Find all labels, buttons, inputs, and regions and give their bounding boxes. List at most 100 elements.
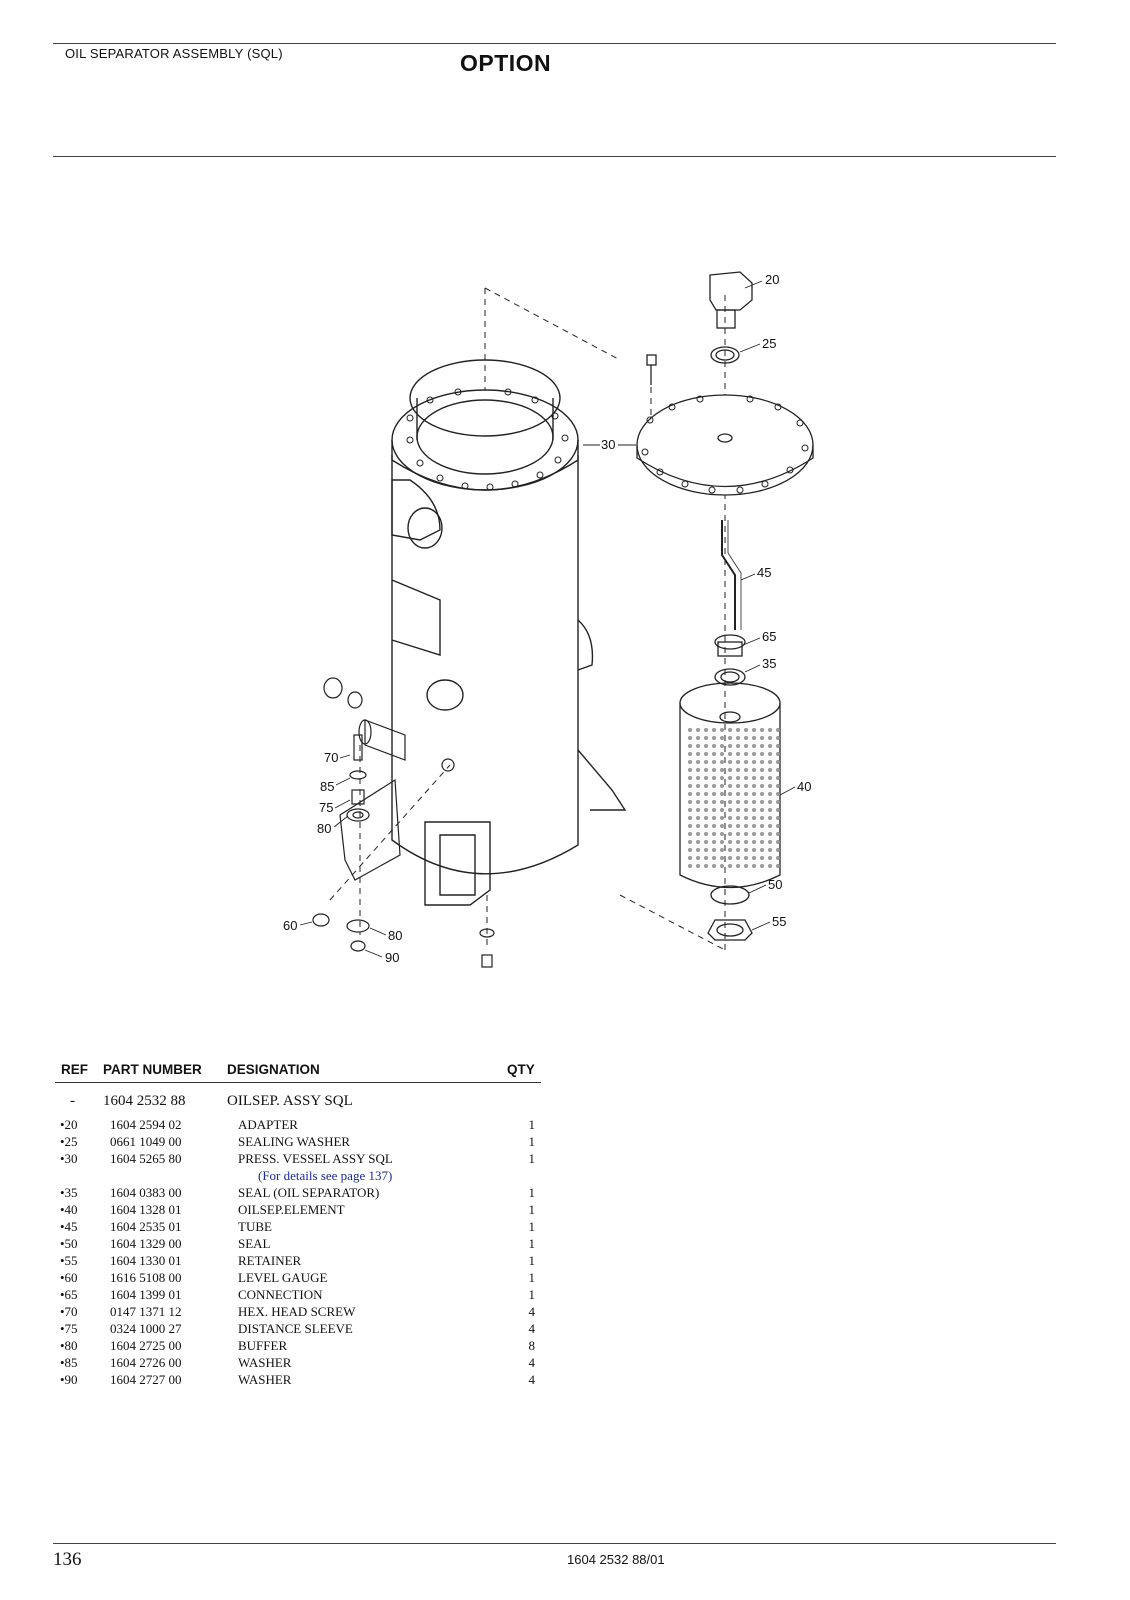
row-part-number: 1604 1328 01 bbox=[110, 1202, 182, 1217]
callout-labels: 20 25 30 45 65 35 40 50 55 70 85 75 80 6… bbox=[283, 272, 811, 965]
assembly-ref: - bbox=[70, 1093, 75, 1109]
callout-35: 35 bbox=[762, 656, 776, 671]
row-ref: •25 bbox=[60, 1134, 78, 1149]
row-qty: 4 bbox=[528, 1372, 536, 1387]
callout-70: 70 bbox=[324, 750, 338, 765]
row-designation: TUBE bbox=[238, 1219, 272, 1234]
row-qty: 4 bbox=[528, 1355, 536, 1370]
row-ref: •65 bbox=[60, 1287, 78, 1302]
document-number: 1604 2532 88/01 bbox=[567, 1552, 665, 1567]
row-designation: ADAPTER bbox=[238, 1117, 298, 1132]
flange-bolt-holes bbox=[406, 388, 569, 491]
callout-50: 50 bbox=[768, 877, 782, 892]
callout-80: 80 bbox=[317, 821, 331, 836]
header-rule bbox=[53, 156, 1056, 157]
row-designation: WASHER bbox=[238, 1372, 292, 1387]
row-qty: 1 bbox=[528, 1270, 536, 1285]
col-qty: QTY bbox=[507, 1062, 535, 1077]
row-designation: LEVEL GAUGE bbox=[238, 1270, 328, 1285]
page-number: 136 bbox=[53, 1549, 82, 1570]
row-ref: •45 bbox=[60, 1219, 78, 1234]
table-row: •60 1616 5108 00 LEVEL GAUGE 1 bbox=[55, 1270, 541, 1287]
table-row: •65 1604 1399 01 CONNECTION 1 bbox=[55, 1287, 541, 1304]
row-part-number: 1604 2594 02 bbox=[110, 1117, 182, 1132]
row-part-number: 1604 2726 00 bbox=[110, 1355, 182, 1370]
top-rule bbox=[53, 43, 1056, 44]
row-qty: 1 bbox=[528, 1219, 536, 1234]
callout-60: 60 bbox=[283, 918, 297, 933]
row-ref: •30 bbox=[60, 1151, 78, 1166]
callout-80b: 80 bbox=[388, 928, 402, 943]
cover-bolt-holes bbox=[641, 395, 809, 494]
row-designation: CONNECTION bbox=[238, 1287, 323, 1302]
callout-55: 55 bbox=[772, 914, 786, 929]
row-qty: 4 bbox=[528, 1321, 536, 1336]
row-designation: DISTANCE SLEEVE bbox=[238, 1321, 353, 1336]
row-part-number: 1616 5108 00 bbox=[110, 1270, 182, 1285]
callout-75: 75 bbox=[319, 800, 333, 815]
row-ref: •80 bbox=[60, 1338, 78, 1353]
details-note-row: (For details see page 137) bbox=[55, 1168, 541, 1185]
col-designation: DESIGNATION bbox=[227, 1062, 320, 1077]
row-part-number: 1604 1399 01 bbox=[110, 1287, 182, 1302]
section-title: OIL SEPARATOR ASSEMBLY (SQL) bbox=[65, 46, 283, 61]
table-row: •20 1604 2594 02 ADAPTER 1 bbox=[55, 1117, 541, 1134]
details-link[interactable]: (For details see page 137) bbox=[258, 1168, 393, 1183]
row-designation: PRESS. VESSEL ASSY SQL bbox=[238, 1151, 393, 1166]
row-qty: 1 bbox=[528, 1236, 536, 1251]
row-ref: •50 bbox=[60, 1236, 78, 1251]
row-designation: OILSEP.ELEMENT bbox=[238, 1202, 345, 1217]
filter-perforation bbox=[688, 728, 780, 868]
assembly-row: - 1604 2532 88 OILSEP. ASSY SQL bbox=[55, 1093, 541, 1117]
callout-65: 65 bbox=[762, 629, 776, 644]
row-qty: 1 bbox=[528, 1185, 536, 1200]
assembly-lines bbox=[329, 287, 726, 955]
left-fittings bbox=[312, 677, 495, 968]
row-ref: •20 bbox=[60, 1117, 78, 1132]
row-part-number: 0324 1000 27 bbox=[110, 1321, 182, 1336]
right-components bbox=[636, 271, 814, 941]
row-qty: 4 bbox=[528, 1304, 536, 1319]
col-part-number: PART NUMBER bbox=[103, 1062, 202, 1077]
row-qty: 1 bbox=[528, 1134, 536, 1149]
row-qty: 1 bbox=[528, 1287, 536, 1302]
row-designation: SEALING WASHER bbox=[238, 1134, 351, 1149]
row-designation: WASHER bbox=[238, 1355, 292, 1370]
table-header: REF PART NUMBER DESIGNATION QTY bbox=[55, 1060, 541, 1083]
row-ref: •60 bbox=[60, 1270, 78, 1285]
row-part-number: 0147 1371 12 bbox=[110, 1304, 182, 1319]
exploded-view-drawing: 20 25 30 45 65 35 40 50 55 70 85 75 80 6… bbox=[283, 271, 814, 968]
row-ref: •35 bbox=[60, 1185, 78, 1200]
pressure-vessel bbox=[391, 359, 627, 906]
row-qty: 8 bbox=[528, 1338, 536, 1353]
row-ref: •70 bbox=[60, 1304, 78, 1319]
row-part-number: 1604 1329 00 bbox=[110, 1236, 182, 1251]
row-qty: 1 bbox=[528, 1117, 536, 1132]
callout-40: 40 bbox=[797, 779, 811, 794]
row-ref: •75 bbox=[60, 1321, 78, 1336]
leader-lines bbox=[299, 280, 796, 958]
row-ref: •90 bbox=[60, 1372, 78, 1387]
row-part-number: 1604 5265 80 bbox=[110, 1151, 182, 1166]
callout-85: 85 bbox=[320, 779, 334, 794]
row-qty: 1 bbox=[528, 1253, 536, 1268]
table-row: •85 1604 2726 00 WASHER 4 bbox=[55, 1355, 541, 1372]
row-ref: •85 bbox=[60, 1355, 78, 1370]
row-designation: SEAL (OIL SEPARATOR) bbox=[238, 1185, 380, 1200]
row-part-number: 1604 1330 01 bbox=[110, 1253, 182, 1268]
row-qty: 1 bbox=[528, 1202, 536, 1217]
page-title: OPTION bbox=[460, 50, 552, 76]
row-ref: •55 bbox=[60, 1253, 78, 1268]
assembly-part-number: 1604 2532 88 bbox=[103, 1093, 186, 1109]
callout-20: 20 bbox=[765, 272, 779, 287]
parts-table: REF PART NUMBER DESIGNATION QTY - 1604 2… bbox=[55, 1060, 541, 1389]
